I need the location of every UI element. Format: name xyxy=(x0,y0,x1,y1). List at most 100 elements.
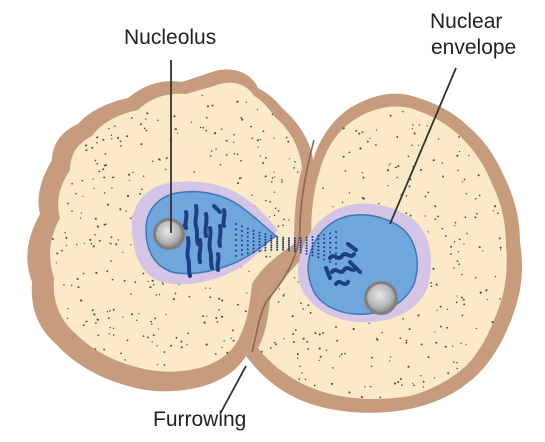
stipple-dot xyxy=(409,328,411,330)
stipple-dot xyxy=(202,95,203,96)
stipple-dot xyxy=(436,284,438,286)
stipple-dot xyxy=(109,310,111,312)
stipple-dot xyxy=(122,316,123,317)
stipple-dot xyxy=(428,356,430,358)
stipple-dot xyxy=(221,316,223,318)
stipple-dot xyxy=(410,215,412,217)
stipple-dot xyxy=(270,347,272,349)
spindle-dot xyxy=(276,240,278,242)
spindle-dot xyxy=(282,237,284,239)
stipple-dot xyxy=(250,126,252,128)
stipple-dot xyxy=(136,320,137,321)
spindle-dot xyxy=(276,247,278,249)
stipple-dot xyxy=(485,289,487,291)
stipple-dot xyxy=(110,236,112,238)
spindle-dot xyxy=(282,239,284,241)
stipple-dot xyxy=(275,343,277,345)
spindle-dot xyxy=(282,249,284,251)
stipple-dot xyxy=(432,268,434,270)
stipple-dot xyxy=(257,109,258,110)
spindle-dot xyxy=(282,247,284,249)
stipple-dot xyxy=(156,345,157,346)
stipple-dot xyxy=(456,362,457,363)
stipple-dot xyxy=(463,243,464,244)
stipple-dot xyxy=(269,216,270,217)
spindle-dot xyxy=(259,238,261,240)
stipple-dot xyxy=(94,234,96,236)
stipple-dot xyxy=(221,347,222,348)
stipple-dot xyxy=(371,365,373,367)
spindle-dot xyxy=(329,242,331,244)
spindle-dot xyxy=(329,261,331,263)
stipple-dot xyxy=(476,213,478,215)
stipple-dot xyxy=(335,326,337,328)
stipple-dot xyxy=(85,149,87,151)
stipple-dot xyxy=(251,137,253,139)
stipple-dot xyxy=(215,148,216,149)
stipple-dot xyxy=(258,146,259,147)
stipple-dot xyxy=(96,136,98,138)
stipple-dot xyxy=(120,141,122,143)
stipple-dot xyxy=(146,130,148,132)
stipple-dot xyxy=(458,136,460,138)
stipple-dot xyxy=(130,293,131,294)
stipple-dot xyxy=(500,247,502,249)
spindle-dot xyxy=(241,230,243,232)
spindle-dot xyxy=(312,245,314,247)
stipple-dot xyxy=(143,175,145,177)
spindle-dot xyxy=(300,240,302,242)
stipple-dot xyxy=(339,356,340,357)
stipple-dot xyxy=(260,155,261,156)
stipple-dot xyxy=(181,346,183,348)
spindle-dot xyxy=(247,244,249,246)
stipple-dot xyxy=(209,296,211,298)
stipple-dot xyxy=(210,155,212,157)
stipple-dot xyxy=(318,360,319,361)
stipple-dot xyxy=(265,157,267,159)
spindle-dot xyxy=(300,244,302,246)
stipple-dot xyxy=(245,310,247,312)
stipple-dot xyxy=(173,298,175,300)
stipple-dot xyxy=(274,214,276,216)
stipple-dot xyxy=(98,335,100,337)
stipple-dot xyxy=(425,195,427,197)
stipple-dot xyxy=(322,332,324,334)
stipple-dot xyxy=(127,195,129,197)
stipple-dot xyxy=(126,135,128,137)
spindle-dot xyxy=(306,247,308,249)
stipple-dot xyxy=(257,139,259,141)
spindle-dot xyxy=(264,241,266,243)
stipple-dot xyxy=(165,169,166,170)
spindle-dot xyxy=(329,237,331,239)
stipple-dot xyxy=(214,132,216,134)
stipple-dot xyxy=(147,336,149,338)
stipple-dot xyxy=(358,133,360,135)
stipple-dot xyxy=(279,288,280,289)
stipple-dot xyxy=(236,101,238,103)
stipple-dot xyxy=(65,232,66,233)
stipple-dot xyxy=(454,241,455,242)
stipple-dot xyxy=(221,128,223,130)
stipple-dot xyxy=(363,198,365,200)
stipple-dot xyxy=(61,250,63,252)
stipple-dot xyxy=(152,161,154,163)
spindle-dot xyxy=(235,223,237,225)
stipple-dot xyxy=(154,317,156,319)
stipple-dot xyxy=(218,298,220,300)
stipple-dot xyxy=(52,238,54,240)
stipple-dot xyxy=(130,217,132,219)
stipple-dot xyxy=(246,102,247,103)
stipple-dot xyxy=(134,281,136,283)
stipple-dot xyxy=(458,263,460,265)
stipple-dot xyxy=(389,360,390,361)
spindle-dot xyxy=(276,249,278,251)
stipple-dot xyxy=(437,310,438,311)
stipple-dot xyxy=(273,172,274,173)
spindle-dot xyxy=(317,238,319,240)
stipple-dot xyxy=(292,315,294,317)
stipple-dot xyxy=(143,335,145,337)
stipple-dot xyxy=(457,368,459,370)
stipple-dot xyxy=(332,206,333,207)
spindle-dot xyxy=(323,246,325,248)
